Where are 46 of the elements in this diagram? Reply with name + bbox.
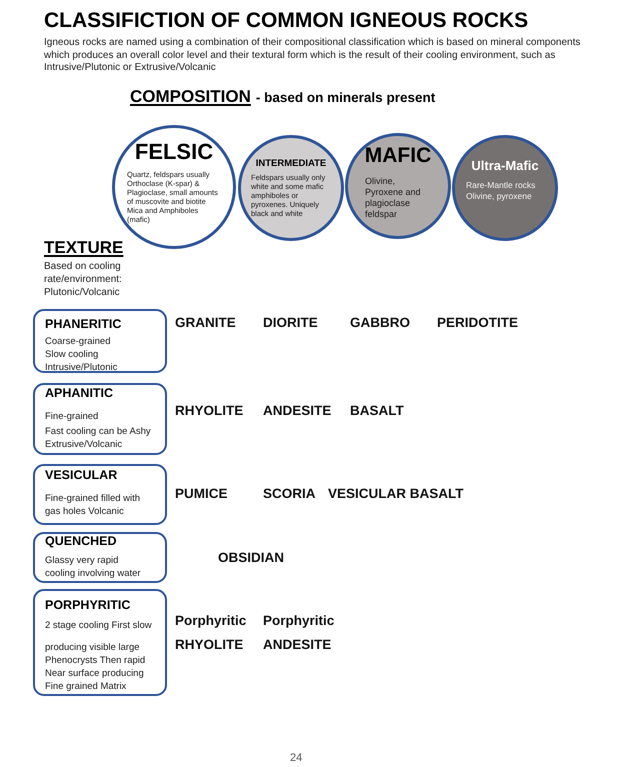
texture-heading: VESICULAR — [45, 468, 118, 483]
texture-box — [33, 532, 167, 583]
category-circle — [238, 135, 344, 241]
section-heading: COMPOSITION — [130, 86, 251, 107]
rock-name: PERIDOTITE — [437, 314, 518, 331]
rock-name: VESICULAR BASALT — [328, 485, 464, 502]
texture-description: Fast cooling can be Ashy Extrusive/Volcanic — [45, 425, 152, 451]
section-note: Based on cooling rate/environment: Plutonic/Volcanic — [44, 260, 123, 299]
rock-name: Porphyritic ANDESITE — [263, 612, 336, 654]
texture-description: Fine-grained filled with gas holes Volcanic — [45, 492, 142, 518]
texture-heading: PHANERITIC — [45, 317, 122, 332]
category-heading: FELSIC — [134, 139, 214, 164]
rock-name: SCORIA — [263, 485, 316, 502]
rock-name: ANDESITE — [263, 402, 332, 419]
texture-heading: QUENCHED — [45, 534, 118, 549]
texture-box — [33, 464, 167, 525]
texture-description: Glassy very rapid cooling involving water — [45, 554, 142, 580]
texture-box — [33, 589, 167, 696]
rock-name: GABBRO — [350, 314, 410, 331]
texture-heading: PORPHYRITIC — [45, 598, 132, 613]
section-heading: TEXTURE — [44, 237, 124, 258]
category-heading: MAFIC — [364, 144, 432, 168]
rock-name: BASALT — [350, 402, 404, 419]
category-circle — [345, 133, 451, 239]
category-heading: INTERMEDIATE — [254, 159, 328, 170]
texture-description: producing visible large Phenocrysts Then rapid Near surface producing Fine grained Matrix — [45, 641, 146, 693]
category-circle — [452, 135, 558, 241]
texture-description: Fine-grained — [45, 410, 100, 423]
mineral-description: Olivine, Pyroxene and plagioclase feldspar — [365, 176, 422, 220]
texture-description: 2 stage cooling First slow — [45, 619, 153, 632]
category-heading: Ultra-Mafic — [470, 159, 540, 174]
rock-name: GRANITE — [175, 314, 236, 331]
intro-paragraph: Igneous rocks are named using a combination of their compositional classification which is based on mineral components which produces an overall color level and their textural form which is the result of their cooling environment, such as Intrusive/Plutonic or Extrusive/Volcanic — [44, 37, 582, 74]
texture-heading: APHANITIC — [45, 386, 114, 401]
rock-name: PUMICE — [175, 485, 228, 502]
mineral-description: Rare-Mantle rocks Olivine, pyroxene — [466, 180, 536, 202]
section-subheading: - based on minerals present — [256, 89, 436, 107]
rock-name: DIORITE — [263, 314, 318, 331]
page-number: 24 — [290, 752, 302, 765]
texture-description: Coarse-grained Slow cooling Intrusive/Plutonic — [45, 335, 118, 374]
page-title: CLASSIFICTION OF COMMON IGNEOUS ROCKS — [44, 8, 528, 34]
texture-box — [33, 309, 167, 373]
rock-name: RHYOLITE — [175, 402, 244, 419]
rock-name: OBSIDIAN — [218, 549, 284, 566]
rock-name: Porphyritic RHYOLITE — [175, 612, 248, 654]
texture-box — [33, 383, 167, 455]
